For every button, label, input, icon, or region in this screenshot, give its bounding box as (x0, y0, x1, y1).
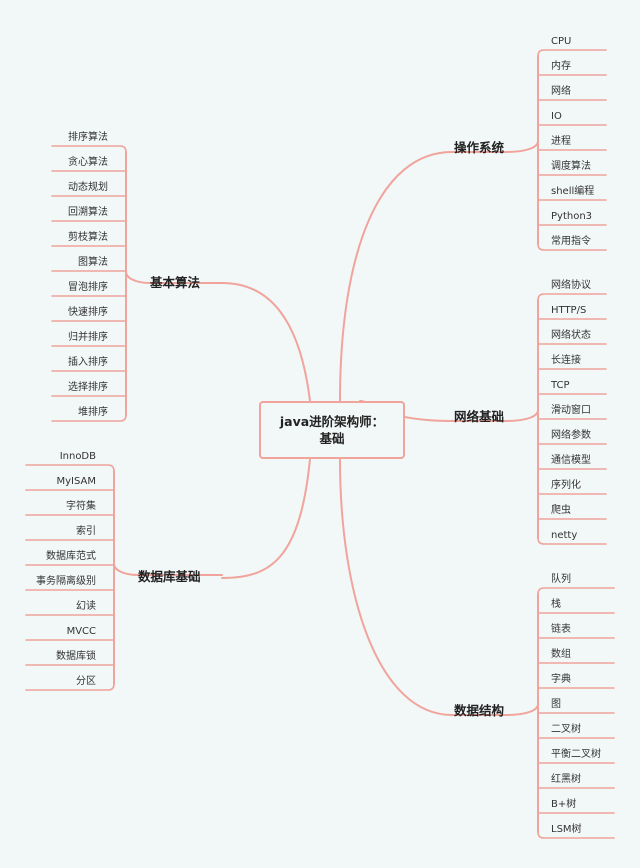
ds-item[interactable]: 队列 (551, 574, 571, 585)
os-item[interactable]: shell编程 (551, 186, 595, 197)
os-item[interactable]: 调度算法 (551, 161, 591, 172)
ds-item[interactable]: 栈 (551, 599, 561, 610)
db-item[interactable]: 索引 (76, 526, 96, 537)
os-item[interactable]: 进程 (551, 136, 571, 147)
network-item[interactable]: 网络协议 (551, 280, 591, 291)
network-item[interactable]: 长连接 (551, 355, 581, 366)
algo-item[interactable]: 回溯算法 (68, 207, 108, 218)
branch-network[interactable]: 网络基础 (454, 409, 505, 424)
algo-item[interactable]: 冒泡排序 (68, 282, 108, 293)
branch-database[interactable]: 数据库基础 (138, 569, 201, 584)
algo-item[interactable]: 选择排序 (68, 382, 108, 393)
branch-algorithms[interactable]: 基本算法 (150, 275, 201, 290)
ds-item[interactable]: 链表 (551, 624, 571, 635)
ds-item[interactable]: 字典 (551, 674, 571, 685)
branch-data-structures[interactable]: 数据结构 (454, 703, 505, 718)
os-item[interactable]: IO (551, 111, 562, 122)
algo-item[interactable]: 排序算法 (68, 132, 108, 143)
os-item[interactable]: 网络 (551, 86, 571, 97)
network-item[interactable]: 网络参数 (551, 430, 591, 441)
os-item[interactable]: CPU (551, 36, 572, 47)
ds-item[interactable]: B+树 (551, 799, 577, 810)
db-item[interactable]: 幻读 (76, 601, 96, 612)
central-topic[interactable]: java进阶架构师： 基础 (259, 401, 405, 459)
algo-item[interactable]: 插入排序 (68, 357, 108, 368)
ds-item[interactable]: 平衡二叉树 (551, 749, 601, 760)
db-item[interactable]: 数据库范式 (46, 551, 96, 562)
algo-item[interactable]: 快速排序 (68, 307, 108, 318)
network-item[interactable]: 通信模型 (551, 455, 591, 466)
db-item[interactable]: 字符集 (66, 501, 96, 512)
central-topic-line1: java进阶架构师： (279, 414, 385, 429)
db-item[interactable]: 数据库锁 (56, 651, 96, 662)
db-item[interactable]: InnoDB (59, 451, 96, 462)
os-item[interactable]: 内存 (551, 61, 571, 72)
os-item[interactable]: 常用指令 (551, 236, 591, 247)
network-item[interactable]: 网络状态 (551, 330, 591, 341)
central-topic-line2: 基础 (319, 431, 345, 446)
algo-item[interactable]: 归并排序 (68, 332, 108, 343)
ds-item[interactable]: 红黑树 (551, 774, 581, 785)
db-item[interactable]: 分区 (76, 676, 96, 687)
network-item[interactable]: 序列化 (551, 480, 581, 491)
db-item[interactable]: MyISAM (56, 476, 97, 487)
algo-item[interactable]: 剪枝算法 (68, 232, 108, 243)
os-item[interactable]: Python3 (551, 211, 593, 222)
network-item[interactable]: netty (551, 530, 578, 541)
ds-item[interactable]: 二叉树 (551, 724, 581, 735)
algo-item[interactable]: 图算法 (78, 257, 108, 268)
db-item[interactable]: 事务隔离级别 (36, 576, 96, 587)
network-item[interactable]: HTTP/S (551, 305, 587, 316)
branch-os[interactable]: 操作系统 (454, 140, 505, 155)
algo-item[interactable]: 贪心算法 (68, 157, 108, 168)
algo-item[interactable]: 堆排序 (78, 407, 108, 418)
algo-item[interactable]: 动态规划 (68, 182, 108, 193)
ds-item[interactable]: 图 (551, 699, 561, 710)
ds-item[interactable]: 数组 (551, 649, 571, 660)
network-item[interactable]: 滑动窗口 (551, 405, 591, 416)
network-item[interactable]: TCP (551, 380, 570, 391)
ds-item[interactable]: LSM树 (551, 824, 582, 835)
network-item[interactable]: 爬虫 (551, 505, 571, 516)
db-item[interactable]: MVCC (66, 626, 96, 637)
